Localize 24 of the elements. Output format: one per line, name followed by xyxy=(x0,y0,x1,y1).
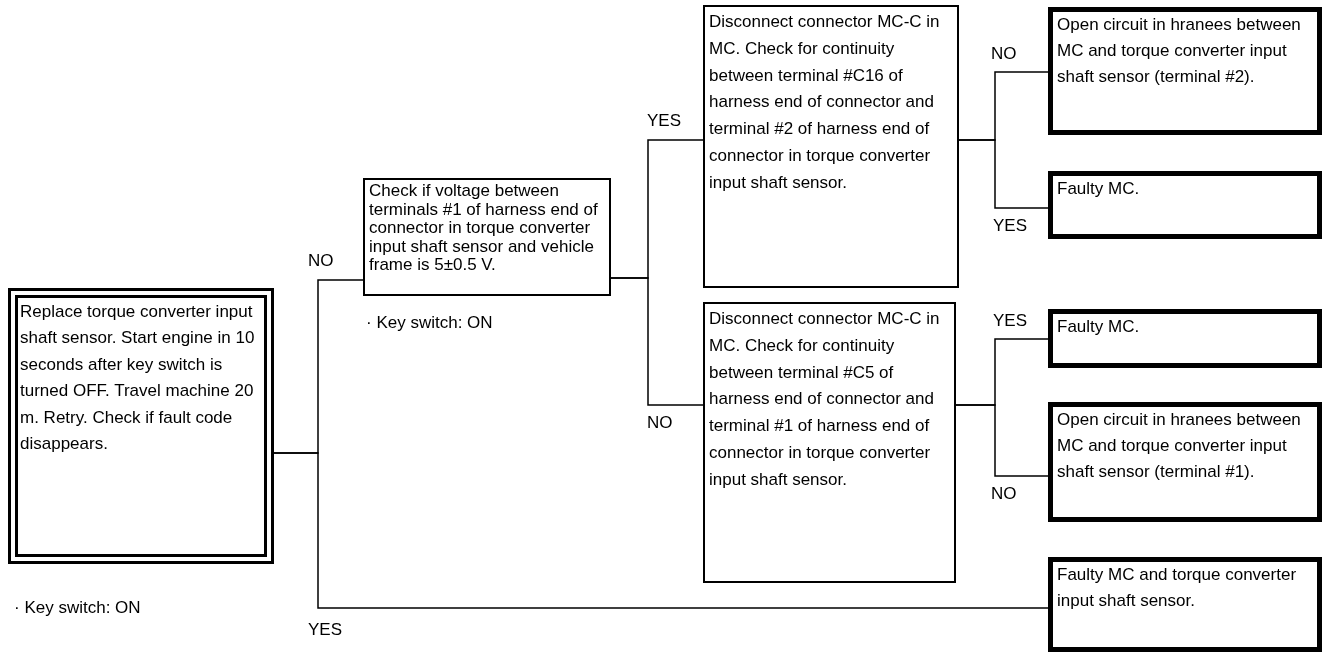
step-text: Faulty MC. xyxy=(1057,316,1141,338)
result-box xyxy=(1048,171,1322,239)
condition-note: · Key switch: ON xyxy=(366,313,493,333)
step-text: Check if voltage between terminals #1 of harness end of connector in torque converter input shaft sensor and vehicle frame is 5±0.5 V. xyxy=(369,182,599,275)
check-box xyxy=(363,178,611,296)
connector-line xyxy=(273,452,1049,609)
condition-note: · Key switch: ON xyxy=(14,598,141,618)
connector-line xyxy=(958,139,1049,209)
step-text: Faulty MC. xyxy=(1057,178,1141,200)
step-text: Disconnect connector MC-C in MC. Check for continuity between terminal #C16 of harness end of connector and terminal #2 of harness end of connector in torque converter input shaft sensor. xyxy=(709,11,941,194)
step-text: Disconnect connector MC-C in MC. Check for continuity between terminal #C5 of harness end of connector and terminal #1 of harness end of connector in torque converter input shaft sensor. xyxy=(709,308,941,491)
result-box xyxy=(1048,402,1322,522)
check-box xyxy=(703,5,959,288)
result-box xyxy=(1048,309,1322,368)
step-text: Faulty MC and torque converter input shaft sensor. xyxy=(1057,564,1298,612)
connector-line xyxy=(610,277,704,406)
result-box xyxy=(1048,557,1322,652)
result-box xyxy=(1048,7,1322,135)
check-box xyxy=(703,302,956,583)
step-text: Open circuit in hranees between MC and torque converter input shaft sensor (terminal #1). xyxy=(1057,409,1302,483)
action-box xyxy=(8,288,274,564)
step-text: Replace torque converter input shaft sensor. Start engine in 10 seconds after key switch is turned OFF. Travel machine 20 m. Retry. Check if fault code disappears. xyxy=(20,301,256,456)
step-text: Open circuit in hranees between MC and torque converter input shaft sensor (terminal #2). xyxy=(1057,14,1302,88)
connector-line xyxy=(955,404,1049,477)
